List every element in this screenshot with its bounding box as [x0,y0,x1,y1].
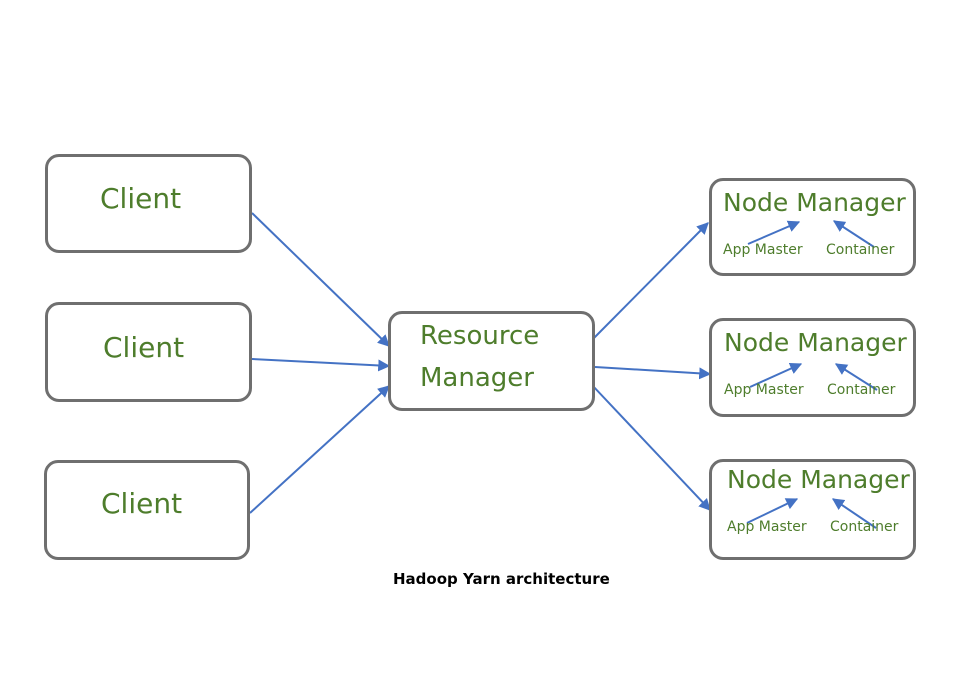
arrow-container-to-nm1 [832,220,875,248]
arrow-rm-to-nm2 [594,366,712,380]
arrow-rm-to-nm1 [591,222,709,341]
resource-manager-box [388,311,595,411]
node-manager-1-app-master: App Master [723,242,803,258]
resource-manager-label-line2: Manager [420,363,534,393]
client-box-3 [44,460,250,560]
node-manager-1-container: Container [826,242,895,258]
client-label-1: Client [100,182,182,215]
node-manager-3-title: Node Manager [727,465,910,494]
node-manager-3-app-master: App Master [727,519,807,535]
arrow-container-to-nm3 [832,498,877,529]
client-label-2: Client [103,331,185,364]
diagram-caption: Hadoop Yarn architecture [393,570,610,588]
node-manager-2-inner-arrows [749,362,878,391]
node-manager-box-3 [709,459,916,560]
node-manager-1-inner-arrows [747,220,875,248]
arrow-client3-to-rm [249,385,390,514]
client-label-3: Client [101,487,183,520]
resource-manager-label-line1: Resource [420,321,540,351]
arrow-container-to-nm2 [834,363,878,391]
node-manager-2-title: Node Manager [724,328,907,357]
arrow-app-master-to-nm2 [749,362,803,388]
arrow-app-master-to-nm1 [747,220,801,245]
arrow-client2-to-rm [251,358,391,372]
node-manager-3-container: Container [830,519,899,535]
node-manager-box-1 [709,178,916,276]
client-box-2 [45,302,252,402]
arrow-rm-to-nm3 [591,384,711,511]
arrow-app-master-to-nm3 [746,498,799,524]
client-box-1 [45,154,252,253]
arrow-client1-to-rm [251,212,390,347]
node-manager-2-container: Container [827,382,896,398]
node-manager-box-2 [709,318,916,417]
node-manager-1-title: Node Manager [723,188,906,217]
node-manager-2-app-master: App Master [724,382,804,398]
node-manager-3-inner-arrows [746,498,877,529]
